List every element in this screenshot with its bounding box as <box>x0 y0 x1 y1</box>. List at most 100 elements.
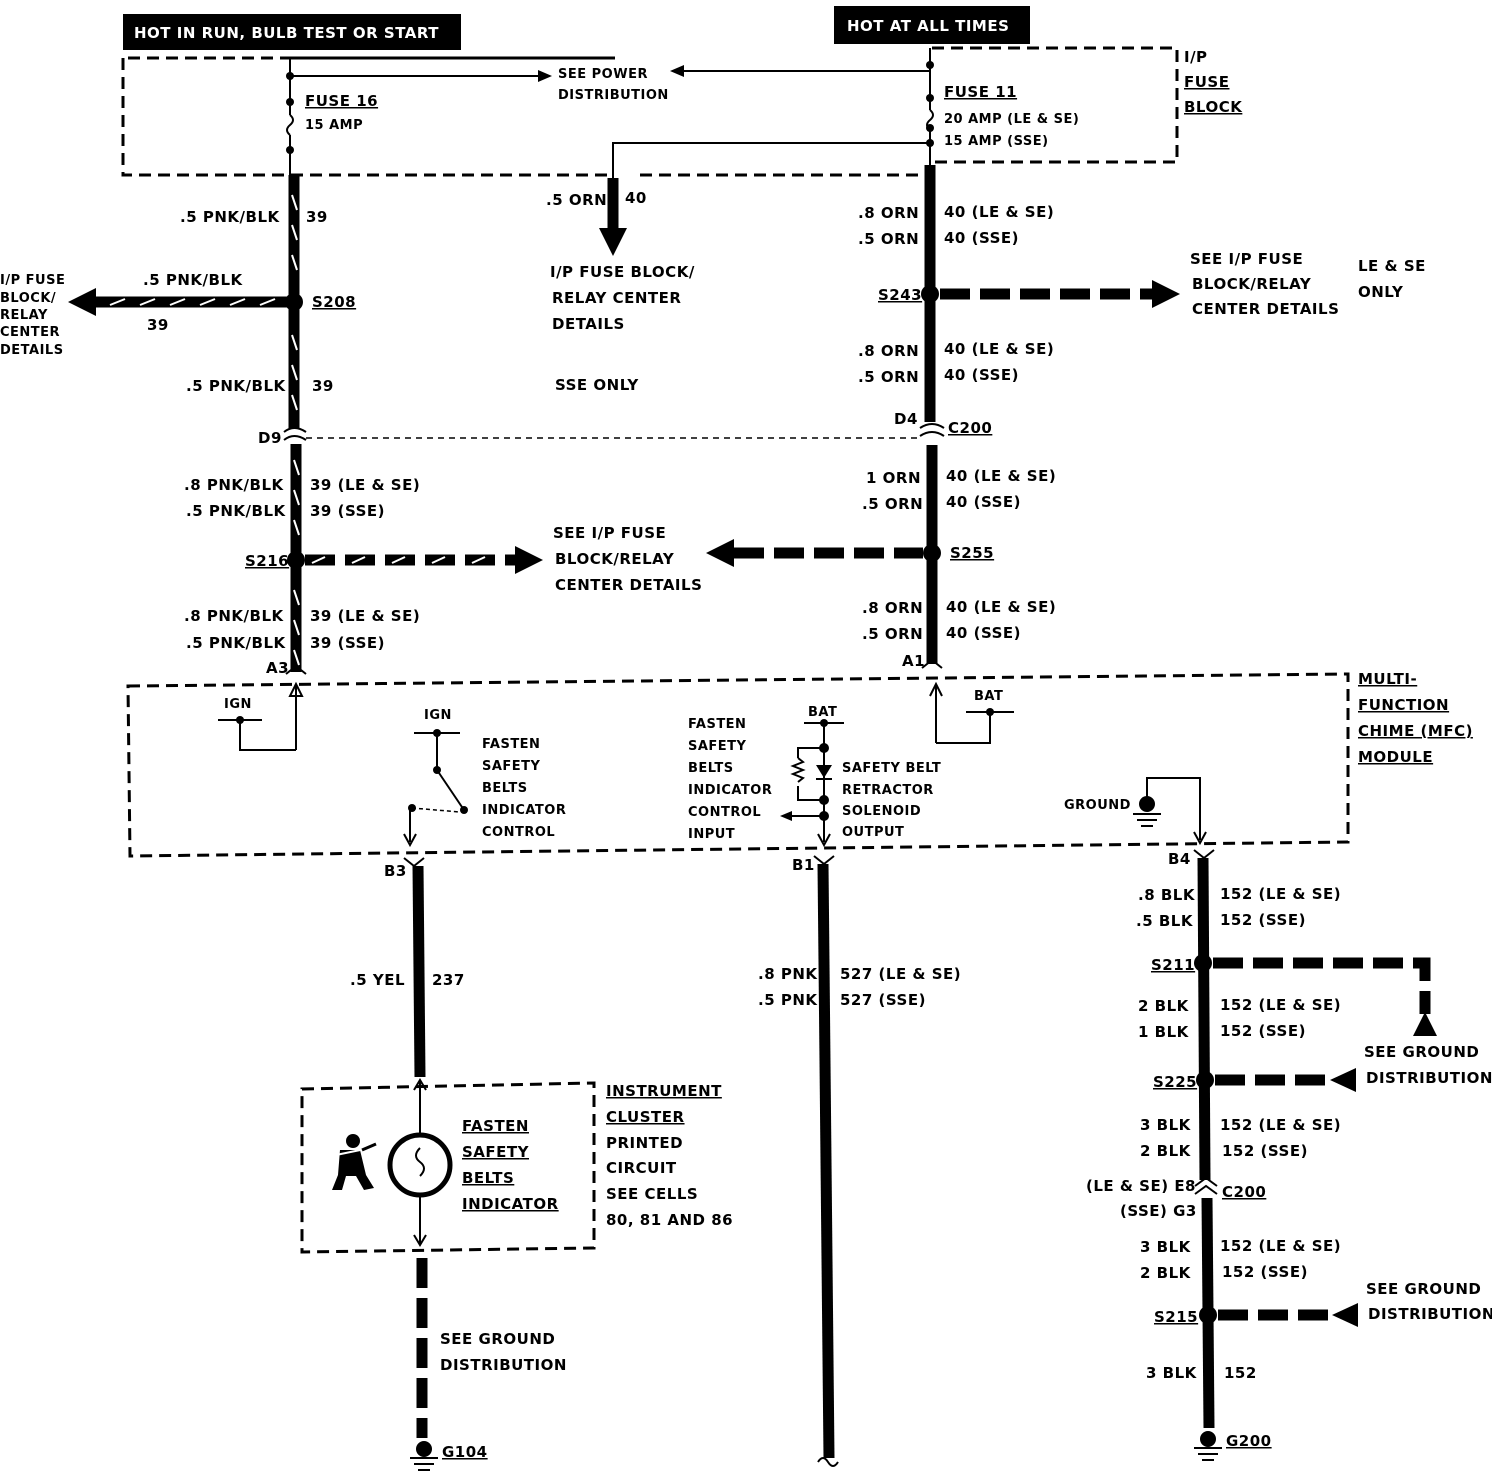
blk-seg2-wire-b: 1 BLK <box>1138 1023 1190 1041</box>
blk-seg3-wire-b: 2 BLK <box>1140 1142 1192 1160</box>
blk-seg4-circ-b: 152 (SSE) <box>1222 1263 1308 1281</box>
left-seg3-circ-a: 39 (LE & SE) <box>310 476 420 494</box>
fasten-input-4: INDICATOR <box>688 783 772 798</box>
s208-branch-wire-label: .5 PNK/BLK <box>143 271 243 289</box>
solenoid-4: OUTPUT <box>842 825 904 840</box>
pnk-527-circ-a: 527 (LE & SE) <box>840 965 961 983</box>
connector-a3-label: A3 <box>266 659 289 677</box>
ground-g104-icon <box>410 1441 438 1471</box>
splice-s216 <box>287 551 305 569</box>
s243-dest-2: BLOCK/RELAY <box>1192 275 1312 293</box>
pnk-527-wire-b: .5 PNK <box>758 991 818 1009</box>
blk-seg2-wire-a: 2 BLK <box>1138 997 1190 1015</box>
bat-label-1: BAT <box>808 705 837 720</box>
pnk-527-circ-b: 527 (SSE) <box>840 991 926 1009</box>
branch-dest-2: BLOCK/ <box>0 291 56 306</box>
connector-a1-label: A1 <box>902 652 925 670</box>
cluster-label-3: PRINTED <box>606 1134 683 1152</box>
fasten-input-5: CONTROL <box>688 805 761 820</box>
header-left-text: HOT IN RUN, BULB TEST OR START <box>134 24 439 42</box>
branch-dest-3: RELAY <box>0 308 48 323</box>
fuse-block-outline <box>121 46 1179 177</box>
connector-b4 <box>1193 849 1215 860</box>
s216-dest-1: SEE I/P FUSE <box>553 524 666 542</box>
ground-g200-icon <box>1194 1431 1222 1461</box>
mfc-module-outline <box>126 672 1350 858</box>
splice-s225-label: S225 <box>1153 1073 1197 1091</box>
cluster-label-4: CIRCUIT <box>606 1159 677 1177</box>
connector-c200-label: C200 <box>948 419 992 437</box>
right-seg4-circ-b: 40 (SSE) <box>946 624 1021 642</box>
blk-seg1-circ-b: 152 (SSE) <box>1220 911 1306 929</box>
see-ground-1-line1: SEE GROUND <box>1364 1043 1479 1061</box>
left-seg3-wire-b: .5 PNK/BLK <box>186 502 286 520</box>
cluster-label-2: CLUSTER <box>606 1108 685 1126</box>
connector-b3-label: B3 <box>384 862 407 880</box>
connector-b1-label: B1 <box>792 856 815 874</box>
connector-d4 <box>919 423 945 437</box>
seatbelt-indicator-bulb <box>387 1078 453 1247</box>
right-seg3-wire-a: 1 ORN <box>866 469 921 487</box>
blk-seg3-wire-a: 3 BLK <box>1140 1116 1192 1134</box>
connector-b1 <box>813 855 835 866</box>
see-ground-2-line1: SEE GROUND <box>1366 1280 1481 1298</box>
see-ground-1-line2: DISTRIBUTION <box>1366 1069 1492 1087</box>
right-seg2-wire-b: .5 ORN <box>858 368 919 386</box>
indicator-label-4: INDICATOR <box>462 1195 559 1213</box>
header-right-text: HOT AT ALL TIMES <box>847 17 1009 35</box>
s208-branch-stripes <box>109 298 276 306</box>
orn-feed-wire <box>612 142 930 178</box>
left-seg4-wire-a: .8 PNK/BLK <box>184 607 284 625</box>
connector-b3 <box>403 857 425 868</box>
s216-dest-2: BLOCK/RELAY <box>555 550 675 568</box>
fuse-dest-3: DETAILS <box>552 315 625 333</box>
blk-seg4-wire-b: 2 BLK <box>1140 1264 1192 1282</box>
right-seg4-circ-a: 40 (LE & SE) <box>946 598 1056 616</box>
cluster-label-6: 80, 81 AND 86 <box>606 1211 733 1229</box>
left-seg4-wire-b: .5 PNK/BLK <box>186 634 286 652</box>
blk-seg5-circuit: 152 <box>1224 1364 1257 1382</box>
fuse-11-rating-2: 15 AMP (SSE) <box>944 134 1049 149</box>
orn-40-wire-label: .5 ORN <box>546 191 607 209</box>
splice-s255 <box>923 544 941 562</box>
blk-seg4-circ-a: 152 (LE & SE) <box>1220 1237 1341 1255</box>
blk-seg2-circ-a: 152 (LE & SE) <box>1220 996 1341 1014</box>
blk-seg4-wire-a: 3 BLK <box>1140 1238 1192 1256</box>
yel-237-wire-label: .5 YEL <box>350 971 405 989</box>
fuse-16-name: FUSE 16 <box>305 92 378 110</box>
connector-a3 <box>285 664 307 675</box>
s216-dest-3: CENTER DETAILS <box>555 576 702 594</box>
cluster-see-ground-1: SEE GROUND <box>440 1330 555 1348</box>
left-seg3-wire-a: .8 PNK/BLK <box>184 476 284 494</box>
connector-d4-label: D4 <box>894 410 918 428</box>
fasten-ctrl-4: INDICATOR <box>482 803 566 818</box>
circuit-39-wire <box>288 175 302 672</box>
fuse-dest-2: RELAY CENTER <box>552 289 681 307</box>
arrow-left-icon <box>670 65 684 77</box>
fasten-ctrl-3: BELTS <box>482 781 528 796</box>
s208-branch-circuit: 39 <box>147 316 169 334</box>
splice-s215-label: S215 <box>1154 1308 1198 1326</box>
branch-dest-5: DETAILS <box>0 343 64 358</box>
fuse-dest-1: I/P FUSE BLOCK/ <box>550 263 695 281</box>
right-seg2-circ-a: 40 (LE & SE) <box>944 340 1054 358</box>
pnk-527-wire-a: .8 PNK <box>758 965 818 983</box>
fuse-block-label-2: FUSE <box>1184 73 1229 91</box>
mfc-label-4: MODULE <box>1358 748 1433 766</box>
orn-40-circuit: 40 <box>625 189 647 207</box>
arrow-left-icon <box>1332 1303 1358 1327</box>
s243-dest-1: SEE I/P FUSE <box>1190 250 1303 268</box>
right-seg3-circ-b: 40 (SSE) <box>946 493 1021 511</box>
see-power-line-1: SEE POWER <box>558 67 648 82</box>
branch-dest-1: I/P FUSE <box>0 273 65 288</box>
arrow-right-icon <box>538 70 552 82</box>
connector-c200-e8-g3 <box>1194 1176 1218 1195</box>
fuse-block-label-3: BLOCK <box>1184 98 1243 116</box>
splice-s216-label: S216 <box>245 552 289 570</box>
instrument-cluster-outline <box>300 1081 596 1254</box>
left-seg3-circ-b: 39 (SSE) <box>310 502 385 520</box>
arrow-left-icon <box>68 288 96 316</box>
arrow-up-icon <box>1413 1012 1437 1036</box>
blk-seg1-wire-a: .8 BLK <box>1138 886 1196 904</box>
yel-237-circuit: 237 <box>432 971 465 989</box>
